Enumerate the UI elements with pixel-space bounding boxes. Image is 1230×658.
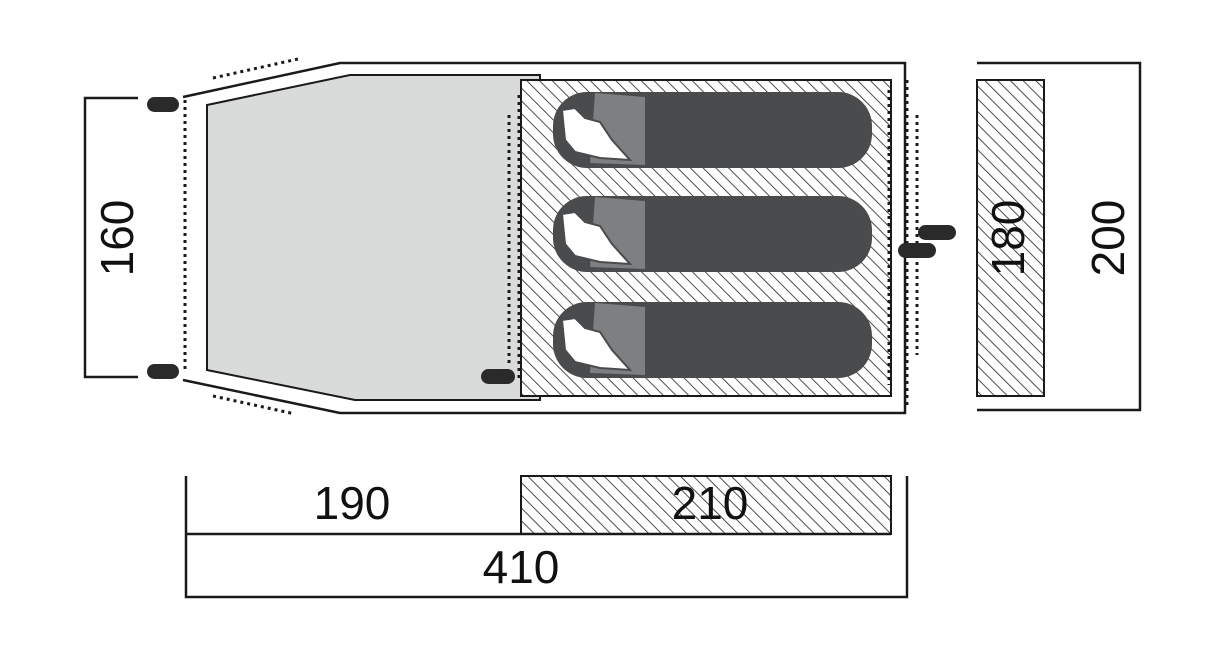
tent-pegs xyxy=(147,97,956,384)
vestibule-length-label: 190 xyxy=(314,477,391,529)
bedroom-height-block xyxy=(976,79,1045,397)
bedroom-length-label: 210 xyxy=(672,477,749,529)
total-width-label: 200 xyxy=(1082,200,1134,277)
vestibule-width-bracket xyxy=(83,96,138,379)
sleeping-bag-middle xyxy=(553,196,872,272)
vestibule-width-label: 160 xyxy=(91,200,143,277)
length-brackets xyxy=(184,476,909,599)
sleeping-bag-bottom xyxy=(553,302,872,378)
bedroom-width-label: 180 xyxy=(982,200,1034,277)
bedroom-length-block xyxy=(520,475,892,535)
door-zip-lines xyxy=(183,57,919,416)
total-height-bracket xyxy=(977,61,1142,412)
total-length-label: 410 xyxy=(483,541,560,593)
sleeping-bag-top xyxy=(553,92,872,168)
vestibule-floor xyxy=(206,74,541,401)
